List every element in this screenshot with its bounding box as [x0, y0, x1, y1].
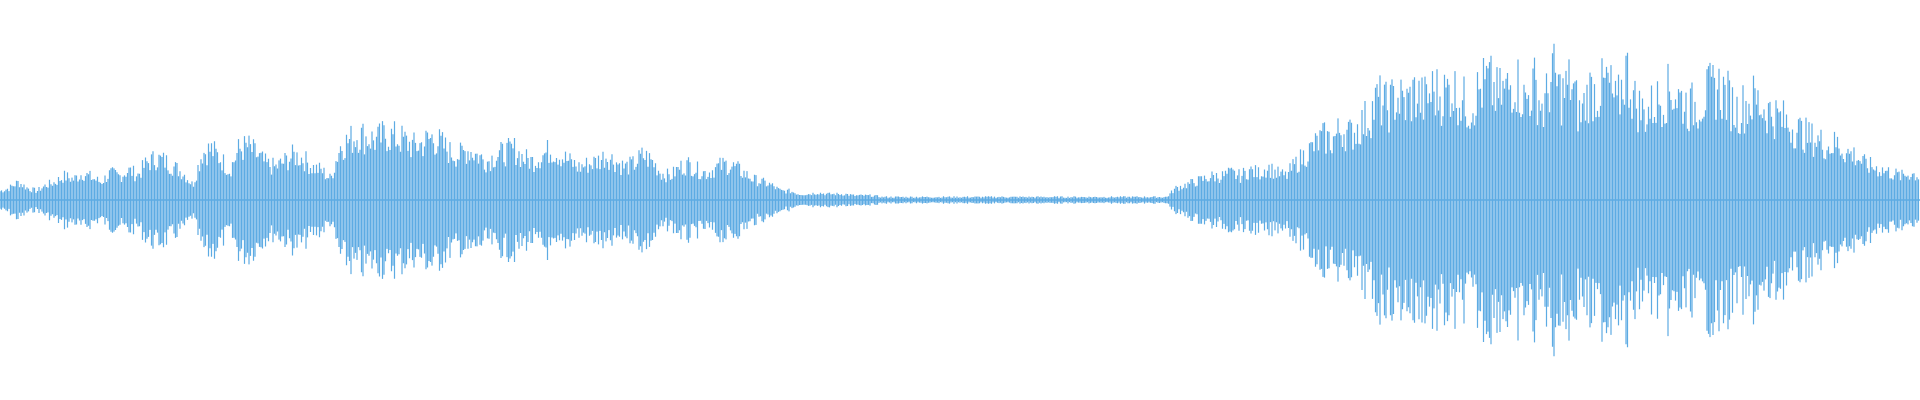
waveform-samples	[0, 43, 1920, 357]
waveform-bars	[0, 43, 1920, 357]
